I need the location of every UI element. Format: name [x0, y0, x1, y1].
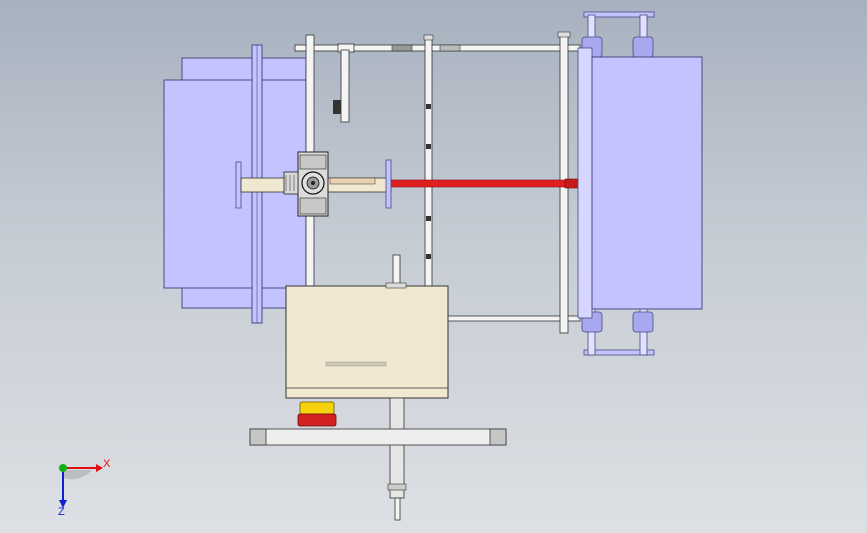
center-post — [424, 37, 433, 289]
gearbox-assembly — [235, 151, 392, 217]
emergency-stop — [297, 401, 337, 427]
control-box — [285, 254, 449, 399]
coordinate-triad: X Z — [58, 458, 111, 518]
z-axis-label: Z — [58, 506, 65, 518]
right-panel-assembly — [577, 11, 703, 356]
hanging-bracket — [333, 43, 355, 123]
bottom-crossbar — [249, 397, 507, 521]
x-axis-label: X — [103, 458, 111, 470]
red-rod — [379, 178, 580, 189]
